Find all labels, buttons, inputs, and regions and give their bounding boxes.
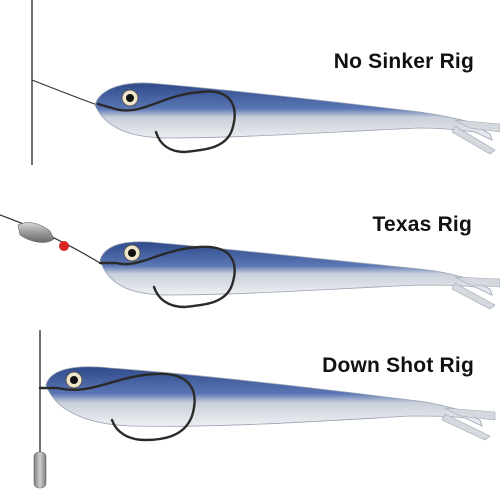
lure-pupil	[70, 376, 78, 384]
no-sinker-rig-drawing	[0, 0, 500, 165]
soft-swimbait-lure-icon	[100, 242, 492, 295]
rig-no-sinker: No Sinker Rig	[0, 0, 500, 165]
rig-label-no-sinker: No Sinker Rig	[334, 50, 474, 74]
lure-pupil	[126, 94, 134, 102]
red-bead-icon	[59, 241, 69, 251]
drop-shot-weight-icon	[34, 452, 46, 488]
rig-down-shot: Down Shot Rig	[0, 330, 500, 500]
lure-pupil	[128, 249, 136, 257]
bullet-sinker-icon	[18, 223, 54, 243]
rig-texas: Texas Rig	[0, 165, 500, 330]
rig-label-down-shot: Down Shot Rig	[322, 354, 474, 378]
rig-label-texas: Texas Rig	[373, 213, 472, 237]
soft-swimbait-lure-icon	[95, 83, 492, 140]
fishing-line-to-hook	[32, 80, 100, 106]
texas-rig-drawing	[0, 165, 500, 330]
